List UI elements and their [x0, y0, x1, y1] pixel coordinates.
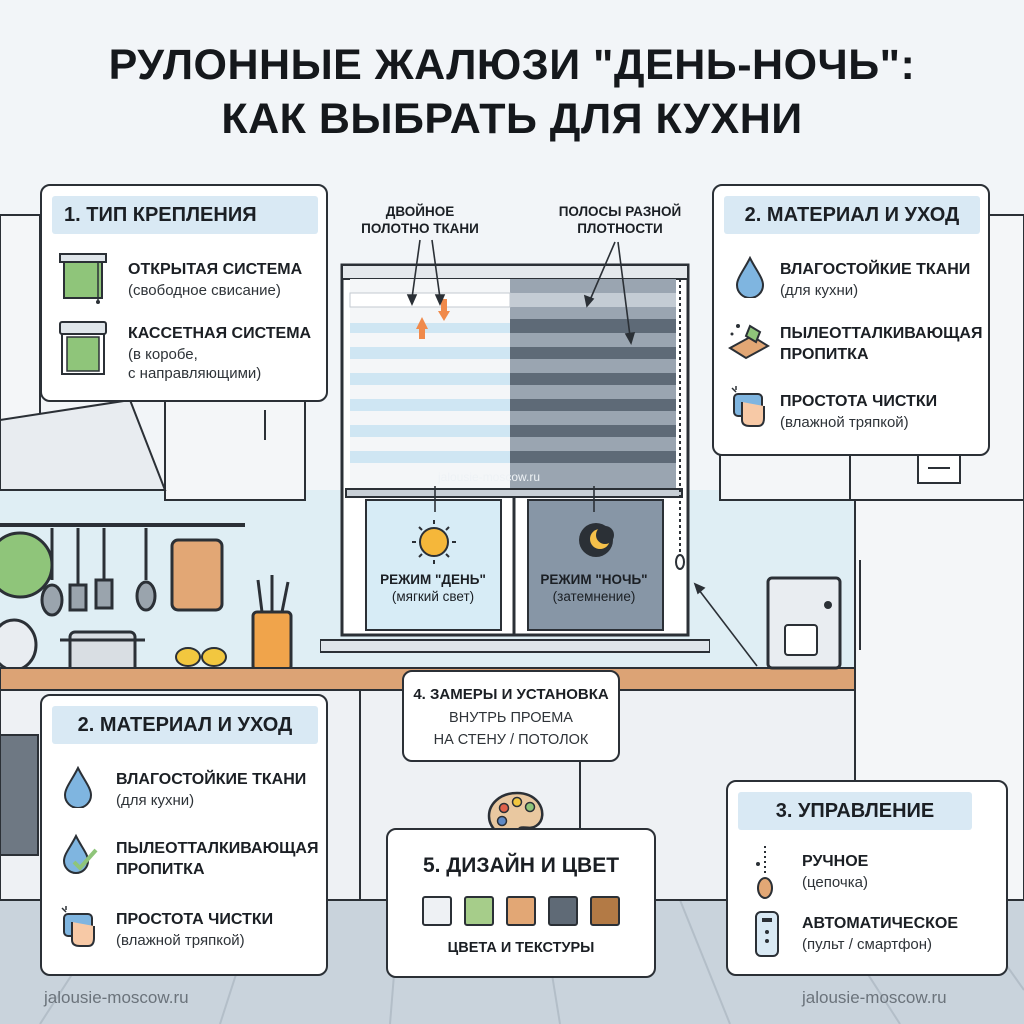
cleaning-hand-icon [731, 386, 765, 427]
material-right-dust-title2: ПРОПИТКА [780, 346, 869, 363]
chain-icon [756, 846, 773, 899]
palette-icon [487, 791, 544, 839]
material-left-clean-sub: (влажной тряпкой) [116, 932, 245, 949]
color-swatch-wood[interactable] [590, 896, 620, 926]
dust-repel-icon [728, 324, 770, 360]
material-left-dust-title2: ПРОПИТКА [116, 861, 205, 878]
mount-item-cassette-sub2: с направляющими) [128, 365, 262, 382]
material-left-dust-title: ПЫЛЕОТТАЛКИВАЮЩАЯ [116, 840, 319, 857]
material-left-moisture-title: ВЛАГОСТОЙКИЕ ТКАНИ [116, 771, 307, 788]
card-mount-header: 1. ТИП КРЕПЛЕНИЯ [52, 196, 318, 234]
control-manual-title: РУЧНОЕ [802, 853, 869, 870]
card-measure-line1: ВНУТРЬ ПРОЕМА [449, 710, 573, 726]
card-measure-header: 4. ЗАМЕРЫ И УСТАНОВКА [413, 686, 609, 703]
card-control-header: 3. УПРАВЛЕНИЕ [738, 792, 972, 830]
mount-item-open-title: ОТКРЫТАЯ СИСТЕМА [128, 261, 303, 278]
card-design-caption: ЦВЕТА И ТЕКСТУРЫ [447, 940, 595, 956]
material-right-moisture-sub: (для кухни) [780, 282, 859, 299]
label-stripes: ПОЛОСЫ РАЗНОЙ ПЛОТНОСТИ [558, 204, 682, 236]
label-double-fabric: ДВОЙНОЕ ПОЛОТНО ТКАНИ [361, 204, 479, 236]
mode-night: РЕЖИМ "НОЧЬ" (затемнение) [540, 572, 648, 604]
color-swatch-beige[interactable] [506, 896, 536, 926]
water-drop-icon-left [63, 766, 93, 808]
cassette-roller-icon [59, 321, 107, 375]
material-right-dust-title: ПЫЛЕОТТАЛКИВАЮЩАЯ [780, 325, 983, 342]
open-roller-icon [59, 253, 107, 304]
material-left-clean-title: ПРОСТОТА ЧИСТКИ [116, 911, 274, 928]
page-title: РУЛОННЫЕ ЖАЛЮЗИ "ДЕНЬ-НОЧЬ": КАК ВЫБРАТЬ… [108, 41, 916, 143]
color-swatch-green[interactable] [464, 896, 494, 926]
cleaning-hand-icon-left [61, 906, 95, 947]
color-swatch-grey[interactable] [548, 896, 578, 926]
footer-link-left[interactable]: jalousie-moscow.ru [44, 988, 189, 1007]
card-material-left-header: 2. МАТЕРИАЛ И УХОД [52, 706, 318, 744]
remote-icon [755, 911, 779, 957]
sun-icon [412, 520, 456, 564]
card-material-right-header: 2. МАТЕРИАЛ И УХОД [724, 196, 980, 234]
material-left-moisture-sub: (для кухни) [116, 792, 195, 809]
mount-item-open-sub: (свободное свисание) [128, 282, 281, 299]
window-illustration [320, 263, 710, 653]
card-design-header: 5. ДИЗАЙН И ЦВЕТ [422, 854, 620, 877]
control-auto-sub: (пульт / смартфон) [802, 936, 933, 953]
material-right-clean-title: ПРОСТОТА ЧИСТКИ [780, 393, 938, 410]
mount-item-cassette-sub1: (в коробе, [128, 346, 198, 363]
mount-item-cassette-title: КАССЕТНАЯ СИСТЕМА [128, 325, 312, 342]
shield-check-drop-icon [62, 833, 98, 874]
material-right-clean-sub: (влажной тряпкой) [780, 414, 909, 431]
card-design: 5. ДИЗАЙН И ЦВЕТ ЦВЕТА И ТЕКСТУРЫ [386, 828, 656, 978]
watermark-center: jalousie-moscow.ru [438, 470, 541, 484]
footer-link-right[interactable]: jalousie-moscow.ru [802, 988, 947, 1007]
card-material-right: 2. МАТЕРИАЛ И УХОД ВЛАГОСТОЙКИЕ ТКАНИ (д… [712, 184, 990, 456]
card-material-left: 2. МАТЕРИАЛ И УХОД ВЛАГОСТОЙКИЕ ТКАНИ (д… [40, 694, 328, 976]
water-drop-icon [735, 256, 765, 298]
control-auto-title: АВТОМАТИЧЕСКОЕ [802, 915, 959, 932]
material-right-moisture-title: ВЛАГОСТОЙКИЕ ТКАНИ [780, 261, 971, 278]
card-control: 3. УПРАВЛЕНИЕ РУЧНОЕ (цепочка) АВТОМАТИЧ… [726, 780, 1008, 976]
card-mount-type: 1. ТИП КРЕПЛЕНИЯ ОТКРЫТАЯ СИСТЕМА (свобо… [40, 184, 328, 402]
card-measure-line2: НА СТЕНУ / ПОТОЛОК [433, 732, 589, 748]
card-measure: 4. ЗАМЕРЫ И УСТАНОВКА ВНУТРЬ ПРОЕМА НА С… [402, 670, 620, 762]
blind-stripes [349, 292, 676, 463]
moon-icon [579, 523, 614, 557]
control-manual-sub: (цепочка) [802, 874, 868, 891]
color-swatches [422, 896, 622, 928]
color-swatch-light[interactable] [422, 896, 452, 926]
mode-day: РЕЖИМ "ДЕНЬ" (мягкий свет) [380, 572, 486, 604]
